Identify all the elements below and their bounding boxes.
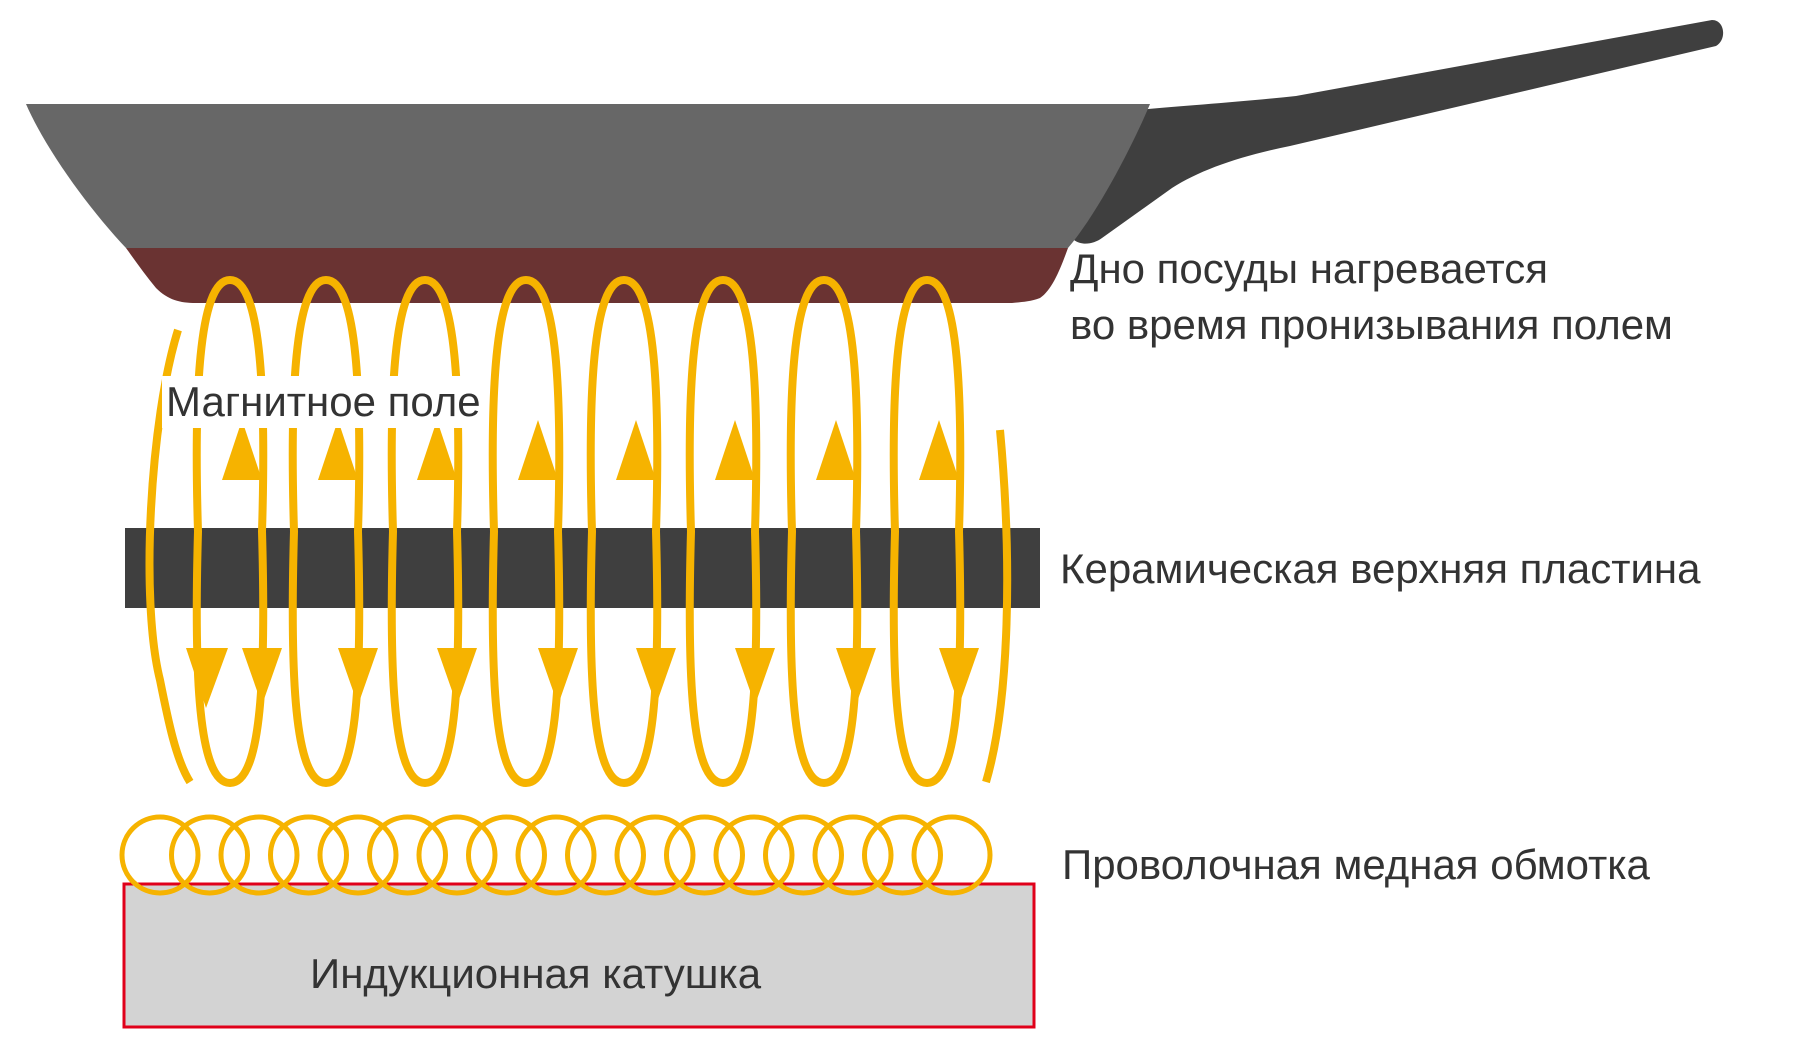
winding-loop [119,814,201,896]
field-arrow-up [715,420,755,480]
winding-loop [466,814,547,896]
field-arrow-up [816,420,856,480]
field-arrow-up [616,420,656,480]
pan-bottom-label-line1: Дно посуды нагревается [1070,245,1548,292]
field-loop-5 [586,275,676,788]
pan-bottom [126,248,1068,303]
field-arrow-up [518,420,558,480]
winding-loop [763,814,844,896]
copper-winding-loops [119,814,993,896]
field-arrow-down [186,648,228,708]
field-loop-3 [387,275,477,788]
field-loop-1 [192,275,282,788]
copper-winding-label: Проволочная медная обмотка [1062,841,1650,888]
field-loop-path [488,275,564,788]
winding-loop [218,814,300,896]
field-arrow-up [318,420,358,480]
winding-loop [812,814,894,896]
field-arrow-down [437,648,477,705]
field-arrow-down [939,648,979,705]
pan-body [26,104,1150,248]
winding-loop [416,814,498,896]
field-arrow-down [538,648,578,705]
field-arrow-down [242,648,282,705]
ceramic-plate [125,528,1040,608]
pan-handle [1074,20,1724,244]
winding-loop [911,814,993,896]
induction-coil-box [122,882,1036,1029]
field-arrow-down [735,648,775,705]
field-arrow-down [338,648,378,705]
field-outer-arc-right [982,429,1012,784]
induction-coil-label: Индукционная катушка [310,950,762,997]
winding-loop [515,814,597,896]
winding-loop [565,814,646,896]
winding-loop [169,814,250,896]
winding-loop [664,814,745,896]
winding-loop [367,814,448,896]
winding-loop [862,814,943,896]
field-loop-path [786,275,862,788]
field-loop-path [685,275,761,788]
magnetic-field-label: Магнитное поле [162,376,485,428]
winding-loop [268,814,349,896]
field-outer-arc-left [145,328,194,785]
winding-loop [713,814,795,896]
winding-loop [614,814,696,896]
field-arrow-up [919,420,959,480]
field-arrow-up [222,420,262,480]
field-loop-path [387,275,463,788]
field-arrow-up [417,420,457,480]
field-loop-6 [685,275,775,788]
magnetic-field-lines [145,275,1012,788]
ceramic-plate-label: Керамическая верхняя пластина [1060,545,1701,592]
frying-pan [26,20,1724,303]
winding-loop [317,814,399,896]
field-loop-path [586,275,662,788]
field-loop-8 [889,275,979,788]
field-loop-4 [488,275,578,788]
field-arrow-down [636,648,676,705]
field-arrow-down [836,648,876,705]
pan-bottom-label-line2: во время пронизывания полем [1070,301,1673,348]
field-loop-2 [288,275,378,788]
field-loop-path [288,275,364,788]
field-loop-7 [786,275,876,788]
field-loop-path [192,275,268,788]
field-loop-path [889,275,965,788]
